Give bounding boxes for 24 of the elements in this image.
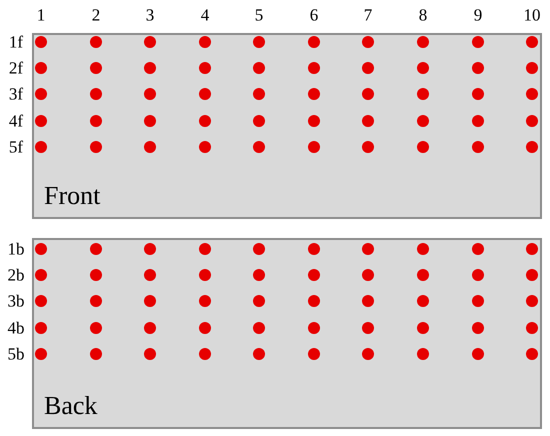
row-label: 4f	[8, 112, 24, 130]
column-number: 4	[200, 6, 210, 24]
row-label: 4b	[8, 320, 24, 336]
row-label: 5b	[8, 346, 24, 362]
row-label: 1b	[8, 240, 24, 258]
row-label: 1f	[8, 34, 24, 50]
column-number: 7	[364, 6, 372, 24]
panel	[32, 238, 542, 429]
column-number: 5	[254, 6, 264, 24]
column-number: 9	[474, 6, 482, 24]
row-label: 3b	[8, 292, 24, 310]
column-number: 10	[524, 6, 540, 24]
column-number: 6	[310, 6, 318, 24]
row-label: 3f	[8, 86, 24, 102]
column-number: 3	[146, 6, 154, 24]
column-number: 2	[92, 6, 100, 24]
panel-title: Back	[44, 393, 98, 419]
row-label: 2b	[8, 266, 24, 284]
column-number: 1	[36, 6, 46, 24]
row-label: 2f	[8, 60, 24, 76]
row-label: 5f	[8, 138, 24, 156]
panel-title: Front	[44, 183, 100, 209]
column-number: 8	[418, 6, 428, 24]
panel	[32, 33, 542, 219]
